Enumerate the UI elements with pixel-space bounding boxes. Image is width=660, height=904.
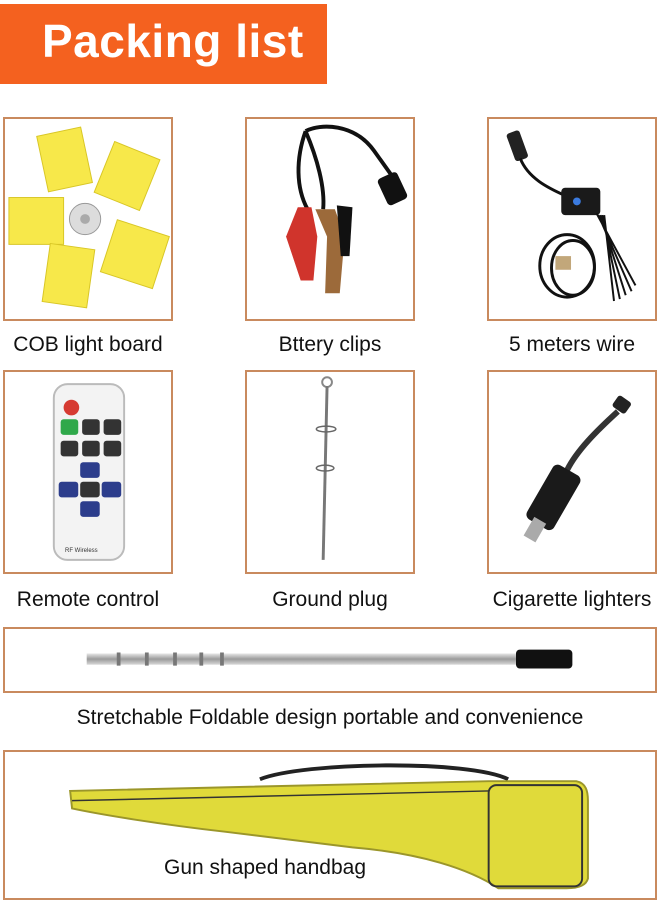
pole-label: Stretchable Foldable design portable and… [76, 706, 584, 729]
ground-plug-label: Ground plug [272, 588, 388, 611]
pole-image [3, 627, 657, 693]
cigarette-lighter-label: Cigarette lighters [492, 588, 652, 611]
cigarette-lighter-image [487, 370, 657, 574]
battery-clips-label: Bttery clips [278, 333, 382, 356]
cob-light-board-icon [8, 126, 170, 309]
remote-control-label: Remote control [16, 588, 160, 611]
page-title: Packing list [42, 15, 304, 67]
battery-clips-icon [286, 124, 408, 294]
handbag-image: Gun shaped handbag [3, 750, 657, 900]
handbag-label: Gun shaped handbag [163, 856, 366, 879]
battery-clips-image [245, 117, 415, 321]
handbag-icon [69, 763, 589, 890]
remote-control-icon [52, 383, 126, 561]
cob-light-board-label: COB light board [13, 333, 163, 356]
telescopic-pole-icon [86, 649, 573, 669]
cigarette-lighter-icon [523, 395, 631, 543]
ground-plug-icon [315, 376, 337, 560]
ground-plug-image [245, 370, 415, 574]
remote-brand-text: RF Wireless [65, 548, 98, 554]
packing-list-banner: Packing list [0, 4, 327, 84]
cob-light-board-image [3, 117, 173, 321]
remote-control-image: RF Wireless [3, 370, 173, 574]
wire-label: 5 meters wire [508, 333, 636, 356]
wire-icon [506, 130, 637, 302]
wire-image [487, 117, 657, 321]
